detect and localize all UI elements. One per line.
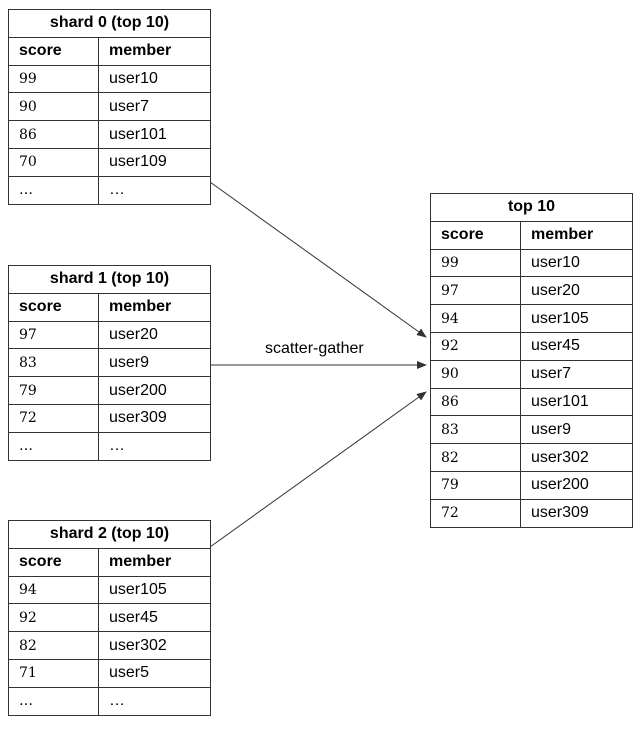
- member-cell: …: [98, 175, 211, 205]
- score-cell: 83: [8, 348, 99, 378]
- score-cell: 82: [8, 631, 99, 660]
- member-cell: user302: [520, 443, 633, 472]
- member-cell: user20: [98, 320, 211, 350]
- shard-1-title: shard 1 (top 10): [8, 265, 211, 294]
- score-cell: 86: [8, 120, 99, 149]
- member-cell: user101: [520, 387, 633, 417]
- score-cell: 90: [430, 359, 521, 389]
- member-cell: user20: [520, 276, 633, 306]
- member-cell: user302: [98, 631, 211, 660]
- member-cell: user7: [520, 359, 633, 389]
- shard-2-title: shard 2 (top 10): [8, 520, 211, 549]
- member-cell: user5: [98, 658, 211, 688]
- arrow-shard0-to-top10: [209, 181, 427, 338]
- member-cell: user101: [98, 120, 211, 149]
- member-cell: user200: [98, 376, 211, 405]
- score-cell: …: [8, 431, 99, 461]
- arrow-shard2-to-top10: [209, 391, 427, 548]
- member-cell: user45: [98, 603, 211, 633]
- score-cell: 79: [430, 470, 521, 500]
- member-cell: user309: [98, 403, 211, 433]
- score-cell: 83: [430, 415, 521, 445]
- member-cell: user309: [520, 498, 633, 528]
- member-cell: user109: [98, 147, 211, 177]
- member-cell: …: [98, 686, 211, 716]
- member-cell: user105: [98, 575, 211, 605]
- member-cell: user10: [520, 248, 633, 278]
- table-row: ……: [8, 431, 211, 461]
- member-cell: user9: [520, 415, 633, 445]
- score-cell: 92: [8, 603, 99, 633]
- score-cell: 86: [430, 387, 521, 417]
- score-cell: 90: [8, 92, 99, 122]
- score-cell: 70: [8, 147, 99, 177]
- member-cell: …: [98, 431, 211, 461]
- score-cell: 94: [8, 575, 99, 605]
- top-10-member-header: member: [520, 220, 633, 250]
- member-cell: user7: [98, 92, 211, 122]
- scatter-gather-label: scatter-gather: [265, 340, 364, 357]
- score-cell: 72: [8, 403, 99, 433]
- shard-1-score-header: score: [8, 292, 99, 322]
- shard-2-member-header: member: [98, 547, 211, 577]
- table-row: ……: [8, 686, 211, 716]
- member-cell: user10: [98, 64, 211, 94]
- member-cell: user105: [520, 304, 633, 333]
- score-cell: 92: [430, 331, 521, 361]
- top-10-score-header: score: [430, 220, 521, 250]
- score-cell: 97: [430, 276, 521, 306]
- score-cell: 71: [8, 658, 99, 688]
- shard-0-member-header: member: [98, 36, 211, 66]
- score-cell: …: [8, 175, 99, 205]
- shard-0-score-header: score: [8, 36, 99, 66]
- shard-2-score-header: score: [8, 547, 99, 577]
- score-cell: 97: [8, 320, 99, 350]
- score-cell: 72: [430, 498, 521, 528]
- table-row: ……: [8, 175, 211, 205]
- member-cell: user200: [520, 470, 633, 500]
- score-cell: 99: [430, 248, 521, 278]
- shard-0-title: shard 0 (top 10): [8, 9, 211, 38]
- member-cell: user9: [98, 348, 211, 378]
- top-10-title: top 10: [430, 193, 633, 222]
- member-cell: user45: [520, 331, 633, 361]
- score-cell: 82: [430, 443, 521, 472]
- shard-1-member-header: member: [98, 292, 211, 322]
- score-cell: 99: [8, 64, 99, 94]
- score-cell: …: [8, 686, 99, 716]
- score-cell: 79: [8, 376, 99, 405]
- score-cell: 94: [430, 304, 521, 333]
